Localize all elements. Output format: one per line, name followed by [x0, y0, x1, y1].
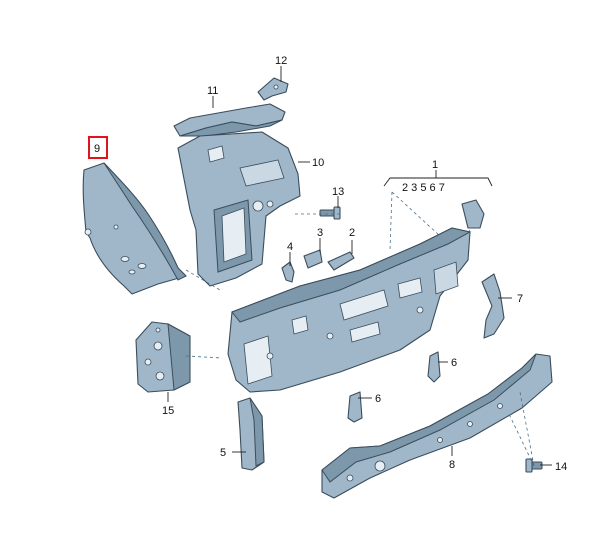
- label-part-6-upper: 6: [451, 357, 457, 369]
- label-part-9[interactable]: 9: [94, 143, 100, 155]
- part-8-cross-member[interactable]: [321, 353, 553, 499]
- part-3-bracket[interactable]: [303, 249, 323, 269]
- label-part-2: 2: [349, 227, 355, 239]
- part-2-bracket[interactable]: [327, 251, 355, 271]
- part-7-bracket[interactable]: [481, 273, 505, 339]
- label-part-12: 12: [275, 55, 287, 67]
- part-10-side-panel[interactable]: [177, 131, 301, 287]
- label-part-7: 7: [517, 293, 523, 305]
- part-13-bolt[interactable]: [319, 206, 341, 220]
- part-11-upper-rail[interactable]: [173, 103, 286, 137]
- part-1-rear-panel[interactable]: [227, 227, 472, 393]
- part-15-bracket[interactable]: [135, 321, 191, 393]
- label-part-14: 14: [555, 461, 567, 473]
- label-part-15: 15: [162, 405, 174, 417]
- highlight-box-part-9: [88, 136, 108, 159]
- label-part-10: 10: [312, 157, 324, 169]
- part-4-bracket[interactable]: [281, 261, 295, 283]
- leader-lines: [167, 66, 552, 466]
- part-5-bracket[interactable]: [237, 397, 265, 471]
- label-part-13: 13: [332, 186, 344, 198]
- part-6-bracket-upper[interactable]: [427, 351, 441, 383]
- part-1-group-bracket: [383, 177, 493, 187]
- label-part-4: 4: [287, 241, 293, 253]
- part-1-clip[interactable]: [461, 199, 485, 229]
- label-part-1: 1: [432, 159, 438, 171]
- label-part-11: 11: [207, 85, 218, 97]
- part-12-bracket[interactable]: [257, 77, 289, 101]
- label-part-5: 5: [220, 447, 226, 459]
- part-6-bracket-lower[interactable]: [347, 391, 363, 423]
- label-part-8: 8: [449, 459, 455, 471]
- part-9-panel[interactable]: [82, 162, 187, 295]
- label-part-1-subparts: 2 3 5 6 7: [402, 182, 445, 194]
- label-part-3: 3: [317, 227, 323, 239]
- label-part-6-lower: 6: [375, 393, 381, 405]
